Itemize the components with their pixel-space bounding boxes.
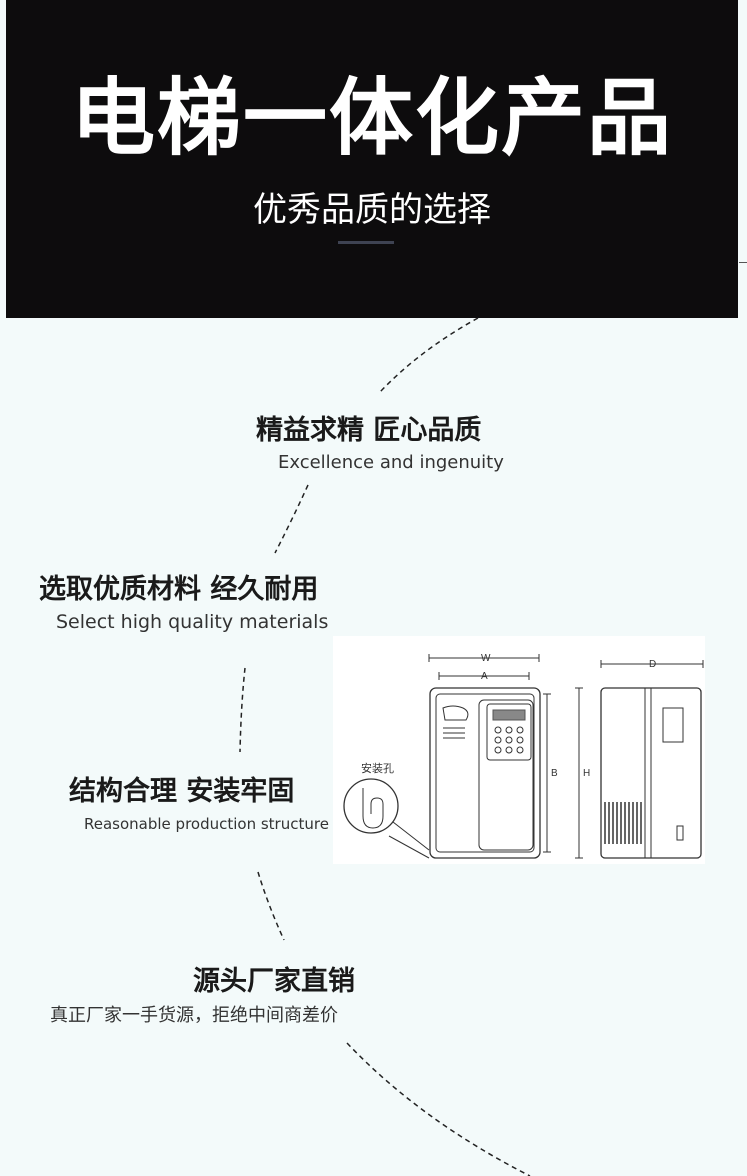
hero-divider	[338, 241, 394, 244]
feature-3-subtitle: Reasonable production structure	[84, 815, 329, 833]
curve-segment-5	[346, 1042, 531, 1176]
feature-4-title: 源头厂家直销	[193, 966, 355, 997]
label-h: H	[583, 768, 590, 779]
label-d: D	[649, 659, 656, 670]
inverter-drawing: W A B H D 安装孔	[332, 653, 704, 865]
front-panel	[478, 699, 534, 851]
curve-segment-3	[239, 667, 246, 753]
label-b: B	[551, 768, 558, 779]
curve-segment-4	[257, 871, 285, 941]
feature-1-title: 精益求精 匠心品质	[256, 415, 482, 446]
feature-1-subtitle: Excellence and ingenuity	[278, 452, 504, 473]
product-dimension-drawing: W A B H D 安装孔	[332, 636, 705, 865]
hole-detail-circle	[343, 778, 399, 834]
feature-4-subtitle: 真正厂家一手货源，拒绝中间商差价	[50, 1005, 338, 1026]
label-mounting-hole: 安装孔	[361, 761, 394, 775]
curve-segment-2	[274, 484, 309, 554]
label-w: W	[481, 653, 491, 664]
front-housing	[429, 687, 541, 859]
hero-subtitle: 优秀品质的选择	[253, 190, 491, 230]
hero-banner: 电梯一体化产品 优秀品质的选择	[6, 0, 738, 318]
label-a: A	[481, 671, 488, 682]
hero-title: 电梯一体化产品	[70, 69, 673, 167]
feature-2-subtitle: Select high quality materials	[56, 611, 329, 633]
curve-segment-1	[379, 317, 479, 393]
edge-tick	[739, 262, 747, 263]
feature-2-title: 选取优质材料 经久耐用	[39, 574, 319, 605]
feature-3-title: 结构合理 安装牢固	[69, 776, 295, 807]
